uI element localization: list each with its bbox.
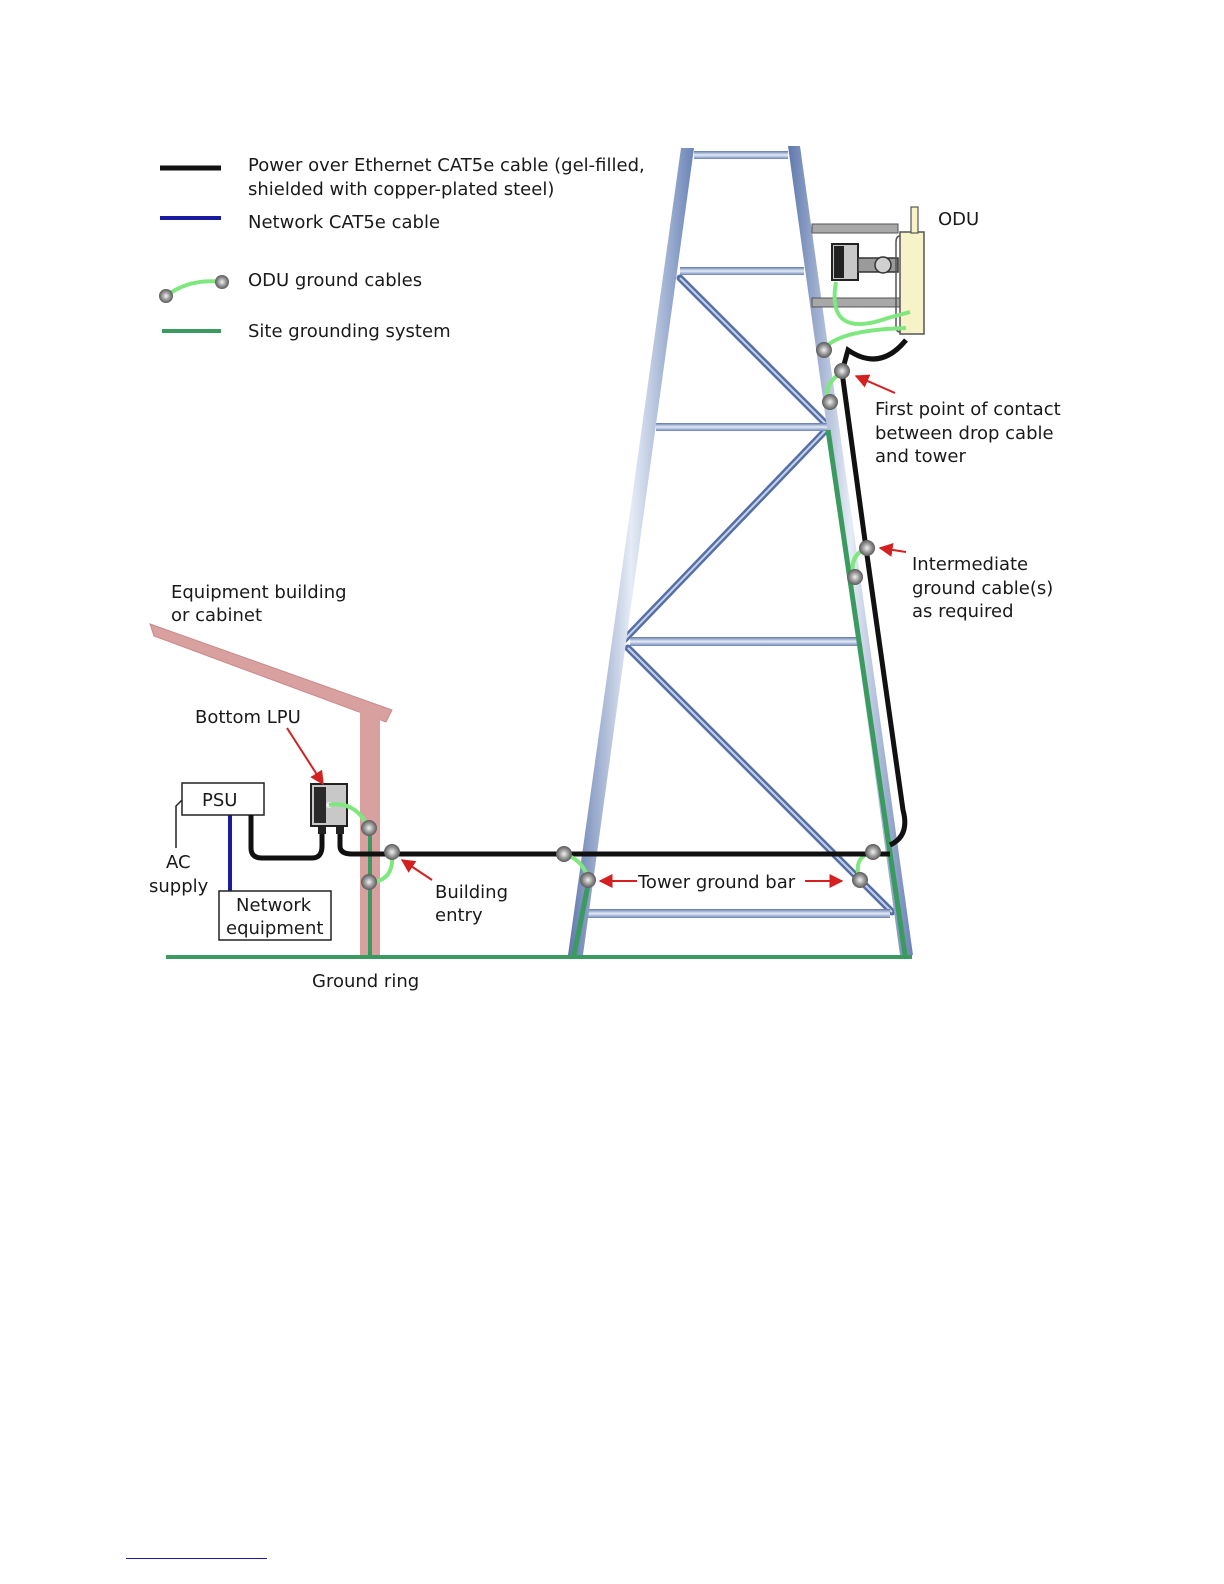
bottom-lpu-label: Bottom LPU — [195, 707, 301, 728]
intermediate-ground-label-line1: Intermediate — [912, 554, 1028, 575]
psu-label: PSU — [202, 790, 237, 811]
tower-ground-bar-label: Tower ground bar — [637, 872, 796, 893]
bolt-icon — [361, 820, 377, 836]
legend-bolt-icon — [159, 289, 173, 303]
labels: ODU First point of contact between drop … — [149, 209, 1061, 992]
network-equipment-label-line2: equipment — [226, 918, 323, 939]
odu-label: ODU — [938, 209, 979, 230]
legend-site-ground-label: Site grounding system — [248, 321, 451, 342]
psu-lpu-poe-cable — [248, 815, 325, 861]
legend-network-label: Network CAT5e cable — [248, 212, 440, 233]
ground-bolts — [361, 342, 881, 890]
legend-bolt-icon — [215, 275, 229, 289]
ac-supply-label-line2: supply — [149, 876, 209, 897]
lpu-tower-poe-cable — [337, 830, 890, 857]
legend-poe-label-line2: shielded with copper-plated steel) — [248, 179, 554, 200]
tower-left-leg — [568, 148, 694, 955]
bolt-icon — [580, 872, 596, 888]
intermediate-ground-arrow — [878, 542, 907, 557]
bolt-icon — [865, 844, 881, 860]
legend: Power over Ethernet CAT5e cable (gel-fil… — [159, 155, 645, 342]
bolt-icon — [384, 844, 400, 860]
equipment-building-label-line1: Equipment building — [171, 582, 347, 603]
legend-odu-ground-swatch — [164, 279, 223, 298]
building-roof — [149, 623, 393, 723]
first-contact-label-line3: and tower — [875, 446, 966, 467]
first-contact-label-line2: between drop cable — [875, 423, 1054, 444]
intermediate-ground-label-line2: ground cable(s) — [912, 578, 1053, 599]
network-equipment-label-line1: Network — [236, 895, 312, 916]
odu-panel — [899, 231, 925, 335]
callout-arrows — [286, 374, 907, 888]
network-equipment-box — [218, 890, 332, 941]
tower-left-leg-ground — [571, 874, 593, 956]
building-entry-label-line1: Building — [435, 882, 508, 903]
first-contact-arrow — [854, 374, 896, 394]
ground-ring-label: Ground ring — [312, 971, 419, 992]
bottom-lpu-arrow — [286, 727, 324, 786]
bolt-icon — [556, 846, 572, 862]
bolt-icon — [816, 342, 832, 358]
building-entry-arrow — [400, 859, 433, 881]
building-entry-label-line2: entry — [435, 905, 483, 926]
tower-right-leg-ground — [825, 429, 908, 956]
legend-odu-ground-label: ODU ground cables — [248, 270, 422, 291]
odu-mount-bracket — [811, 297, 903, 308]
bolt-icon — [822, 394, 838, 410]
intermediate-ground-label-line3: as required — [912, 601, 1014, 622]
psu-box — [181, 782, 265, 816]
bolt-icon — [834, 363, 850, 379]
bolt-icon — [847, 569, 863, 585]
legend-poe-label-line1: Power over Ethernet CAT5e cable (gel-fil… — [248, 155, 645, 176]
bolt-icon — [859, 540, 875, 556]
ac-supply-label-line1: AC — [166, 852, 191, 873]
odu-mount-bracket — [811, 223, 899, 234]
first-contact-label-line1: First point of contact — [875, 399, 1061, 420]
equipment-building-label-line2: or cabinet — [171, 605, 262, 626]
tower-rungs — [588, 151, 890, 918]
bolt-icon — [852, 872, 868, 888]
bolt-icon — [361, 874, 377, 890]
footnote-rule — [126, 1558, 267, 1559]
